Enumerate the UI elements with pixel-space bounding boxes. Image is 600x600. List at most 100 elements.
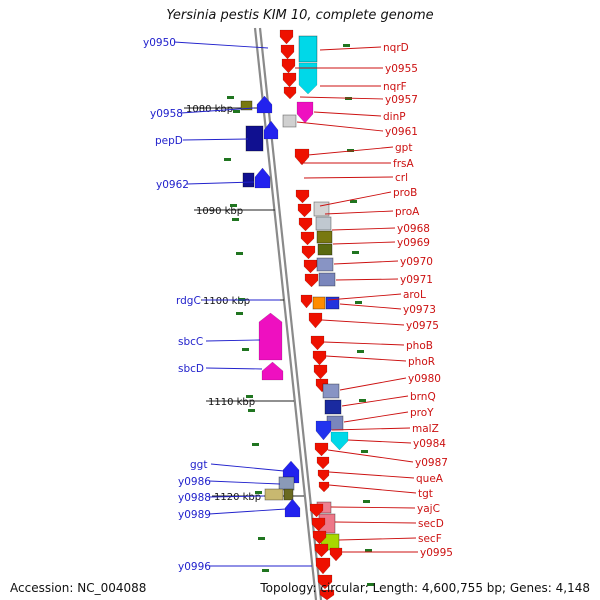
gene-glyph-rect[interactable] bbox=[316, 257, 334, 272]
gene-glyph-arrow-down[interactable] bbox=[316, 456, 330, 470]
gene-glyph-arrow-down[interactable] bbox=[330, 431, 349, 451]
gene-glyph-arrow-down[interactable] bbox=[308, 312, 323, 329]
gene-label-frsA[interactable]: frsA bbox=[393, 158, 414, 170]
gene-label-gpt[interactable]: gpt bbox=[395, 142, 412, 154]
gene-glyph-arrow-down[interactable] bbox=[298, 62, 318, 95]
gene-glyph-arrow-down[interactable] bbox=[296, 101, 314, 124]
gene-glyph-rect[interactable] bbox=[317, 243, 333, 256]
gene-label-y0987[interactable]: y0987 bbox=[415, 457, 448, 469]
gene-glyph-arrow-down[interactable] bbox=[295, 189, 310, 204]
gene-glyph-arrow-down[interactable] bbox=[298, 217, 313, 232]
gene-glyph-arrow-down[interactable] bbox=[301, 245, 316, 260]
gene-glyph-arrow-down[interactable] bbox=[329, 547, 343, 562]
gene-label-yajC[interactable]: yajC bbox=[417, 503, 440, 515]
gene-label-y0971[interactable]: y0971 bbox=[400, 274, 433, 286]
gene-glyph-rect[interactable] bbox=[242, 172, 255, 188]
gene-label-secD[interactable]: secD bbox=[418, 518, 444, 530]
gene-label-y0989[interactable]: y0989 bbox=[178, 509, 211, 521]
gene-glyph-arrow-down[interactable] bbox=[315, 420, 332, 441]
gene-glyph-arrow-down[interactable] bbox=[310, 335, 325, 351]
gene-glyph-arrow-down[interactable] bbox=[282, 72, 297, 88]
gene-label-brnQ[interactable]: brnQ bbox=[410, 391, 436, 403]
gene-label-y0996[interactable]: y0996 bbox=[178, 561, 211, 573]
gene-label-nqrD[interactable]: nqrD bbox=[383, 42, 409, 54]
gene-glyph-arrow-down[interactable] bbox=[283, 86, 297, 100]
gene-label-y0970[interactable]: y0970 bbox=[400, 256, 433, 268]
gene-label-y0980[interactable]: y0980 bbox=[408, 373, 441, 385]
gene-glyph-rect[interactable] bbox=[313, 201, 330, 217]
gene-label-y0995[interactable]: y0995 bbox=[420, 547, 453, 559]
gene-label-sbcC[interactable]: sbcC bbox=[178, 336, 203, 348]
gene-label-y0958[interactable]: y0958 bbox=[150, 108, 183, 120]
gene-label-y0975[interactable]: y0975 bbox=[406, 320, 439, 332]
gene-label-secF[interactable]: secF bbox=[418, 533, 442, 545]
gene-glyph-arrow-down[interactable] bbox=[314, 442, 329, 457]
gene-glyph-arrow-down[interactable] bbox=[315, 557, 331, 575]
gene-label-y0968[interactable]: y0968 bbox=[397, 223, 430, 235]
gene-glyph-rect[interactable] bbox=[283, 488, 294, 501]
gene-glyph-rect[interactable] bbox=[240, 100, 253, 111]
gene-label-y0961[interactable]: y0961 bbox=[385, 126, 418, 138]
gene-label-proY[interactable]: proY bbox=[410, 407, 434, 419]
gene-label-y0969[interactable]: y0969 bbox=[397, 237, 430, 249]
gene-label-tgt[interactable]: tgt bbox=[418, 488, 433, 500]
gene-glyph-rect[interactable] bbox=[298, 35, 318, 63]
gene-label-ggt[interactable]: ggt bbox=[190, 459, 207, 471]
gene-glyph-arrow-up[interactable] bbox=[258, 312, 283, 361]
gene-glyph-arrow-down[interactable] bbox=[304, 273, 319, 288]
gene-glyph-arrow-up[interactable] bbox=[284, 498, 301, 518]
gene-label-pepD[interactable]: pepD bbox=[155, 135, 183, 147]
gene-glyph-rect[interactable] bbox=[324, 399, 342, 415]
gene-glyph-arrow-up[interactable] bbox=[263, 120, 279, 140]
gene-label-phoR[interactable]: phoR bbox=[408, 356, 435, 368]
gene-glyph-arrow-down[interactable] bbox=[279, 29, 294, 45]
gene-label-proB[interactable]: proB bbox=[393, 187, 417, 199]
gene-glyph-rect[interactable] bbox=[322, 383, 340, 399]
gene-label-queA[interactable]: queA bbox=[416, 473, 444, 485]
gene-glyph-rect[interactable] bbox=[312, 296, 326, 310]
gene-glyph-arrow-down[interactable] bbox=[318, 481, 330, 493]
gene-glyph-rect[interactable] bbox=[278, 476, 295, 491]
gene-glyph-arrow-down[interactable] bbox=[294, 148, 310, 166]
gene-glyph-rect[interactable] bbox=[315, 216, 332, 231]
gene-glyph-arrow-down[interactable] bbox=[312, 350, 327, 366]
gene-label-y0986[interactable]: y0986 bbox=[178, 476, 211, 488]
gene-label-malZ[interactable]: malZ bbox=[412, 423, 439, 435]
gene-label-y0950[interactable]: y0950 bbox=[143, 37, 176, 49]
gene-glyph-arrow-down[interactable] bbox=[317, 469, 330, 482]
gene-glyph-rect[interactable] bbox=[245, 125, 264, 152]
gene-glyph-rect[interactable] bbox=[316, 230, 333, 244]
gene-label-y0962[interactable]: y0962 bbox=[156, 179, 189, 191]
gene-glyph-arrow-down[interactable] bbox=[312, 530, 327, 545]
gene-glyph-rect[interactable] bbox=[264, 488, 284, 501]
gene-glyph-arrow-up[interactable] bbox=[256, 95, 273, 114]
gene-glyph-rect[interactable] bbox=[318, 272, 336, 287]
gene-label-rdgC[interactable]: rdgC bbox=[176, 295, 201, 307]
gene-glyph-arrow-down[interactable] bbox=[281, 58, 296, 74]
gene-label-nqrF[interactable]: nqrF bbox=[383, 81, 407, 93]
gene-label-y0973[interactable]: y0973 bbox=[403, 304, 436, 316]
gene-glyph-arrow-down[interactable] bbox=[313, 364, 328, 380]
gene-glyph-arrow-up[interactable] bbox=[261, 361, 284, 381]
gene-glyph-arrow-down[interactable] bbox=[297, 203, 312, 218]
gene-glyph-arrow-down[interactable] bbox=[317, 574, 333, 590]
gene-label-y0955[interactable]: y0955 bbox=[385, 63, 418, 75]
gene-glyph-rect[interactable] bbox=[325, 296, 340, 310]
gene-label-y0957[interactable]: y0957 bbox=[385, 94, 418, 106]
gene-glyph-arrow-down[interactable] bbox=[311, 517, 326, 532]
gene-label-y0984[interactable]: y0984 bbox=[413, 438, 446, 450]
gene-glyph-arrow-down[interactable] bbox=[314, 543, 329, 558]
gene-label-proA[interactable]: proA bbox=[395, 206, 420, 218]
gene-label-y0988[interactable]: y0988 bbox=[178, 492, 211, 504]
gene-label-aroL[interactable]: aroL bbox=[403, 289, 426, 301]
gene-label-phoB[interactable]: phoB bbox=[406, 340, 433, 352]
gene-glyph-arrow-down[interactable] bbox=[309, 503, 324, 518]
gene-glyph-arrow-up[interactable] bbox=[254, 167, 271, 189]
gene-glyph-arrow-down[interactable] bbox=[300, 294, 313, 309]
gene-glyph-arrow-down[interactable] bbox=[303, 259, 318, 274]
gene-label-dinP[interactable]: dinP bbox=[383, 111, 406, 123]
gene-glyph-rect[interactable] bbox=[282, 114, 297, 128]
gene-glyph-arrow-down[interactable] bbox=[300, 231, 315, 246]
gene-glyph-arrow-down[interactable] bbox=[280, 44, 295, 60]
